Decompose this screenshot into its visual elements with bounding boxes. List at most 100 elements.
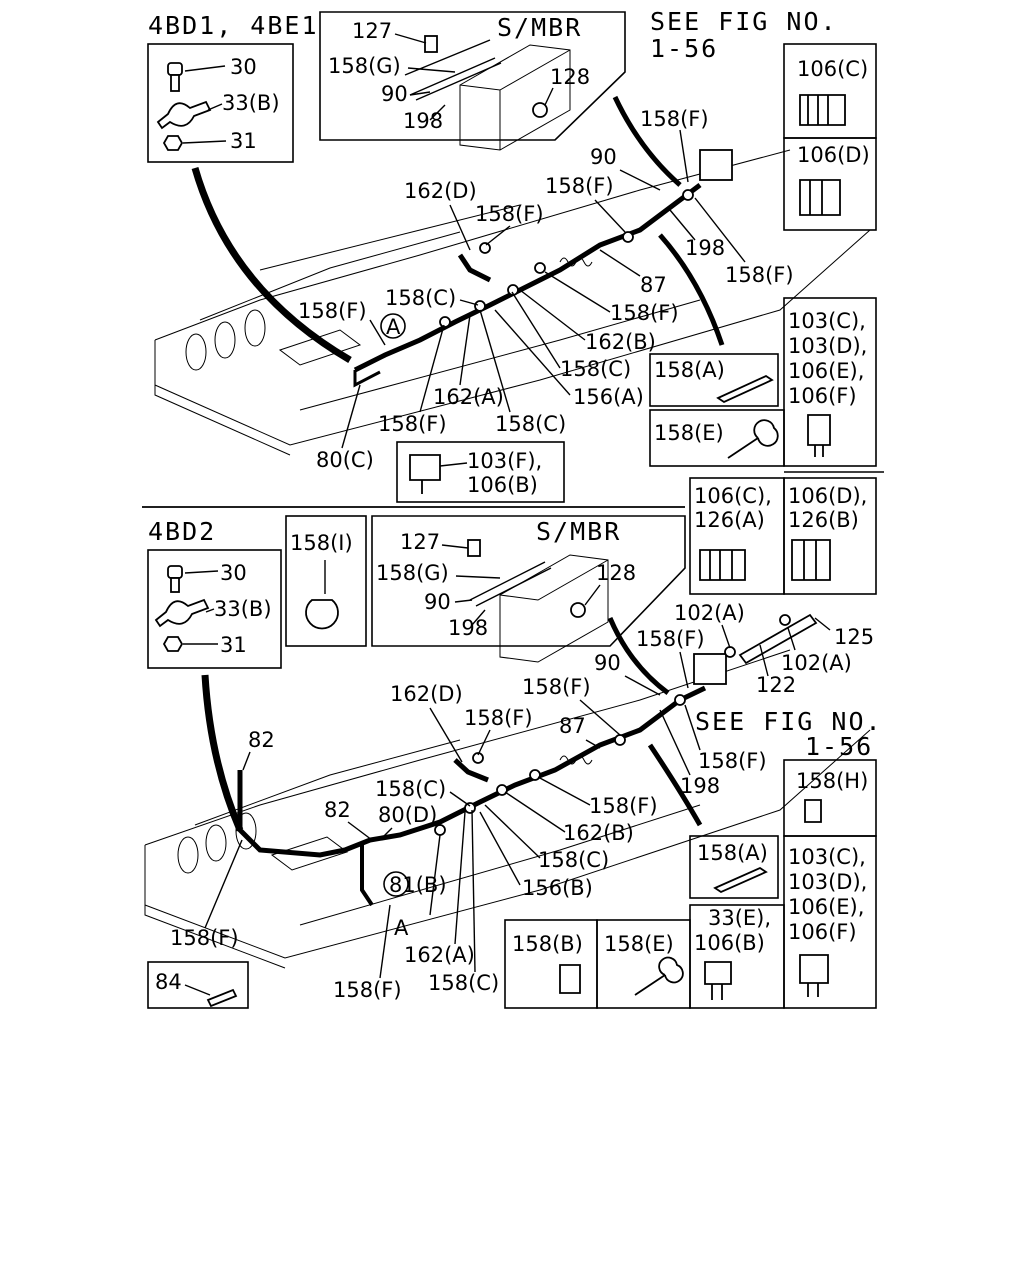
part-label: 30	[230, 55, 257, 79]
section2-chassis	[144, 649, 871, 969]
callout: 158(F)	[333, 978, 402, 1002]
section2-frame-detail-box: S/MBR 127 158(G) 90 198 128	[371, 515, 686, 663]
part-label: 128	[550, 65, 590, 89]
bolt-icon	[167, 565, 183, 593]
section2-see-fig-line1: SEE FIG NO.	[695, 707, 883, 736]
part-label: 30	[220, 561, 247, 585]
part-label: 158(E)	[654, 421, 724, 445]
callout: 122	[756, 673, 796, 697]
callout: 158(C)	[495, 412, 566, 436]
part-label: 158(I)	[290, 531, 353, 555]
callout: 156(B)	[522, 876, 593, 900]
callout: 158(C)	[560, 357, 631, 381]
filter-pipe	[738, 613, 818, 665]
part-label: 158(A)	[697, 841, 768, 865]
part-label: 128	[596, 561, 636, 585]
callout: 162(D)	[390, 682, 463, 706]
callout: 162(B)	[585, 330, 656, 354]
part-label: 127	[352, 19, 392, 43]
part-label: 106(E),	[788, 359, 864, 383]
part-label: 198	[448, 616, 488, 640]
callout: 158(F)	[298, 299, 367, 323]
clamp-icon	[156, 100, 212, 130]
part-label: 106(E),	[788, 895, 864, 919]
part-label: 158(H)	[796, 769, 868, 793]
callout: A	[394, 916, 409, 940]
part-label: 106(C)	[797, 57, 868, 81]
callout: 158(F)	[589, 794, 658, 818]
part-label: 33(B)	[222, 91, 280, 115]
callout: 156(A)	[573, 385, 644, 409]
section2-clip-box-33e: 33(E), 106(B)	[689, 904, 785, 1009]
callout: 158(C)	[428, 971, 499, 995]
callout: 158(F)	[636, 627, 705, 651]
callout: 158(C)	[385, 286, 456, 310]
cable-tie-icon	[713, 866, 768, 894]
clip-marker	[439, 316, 451, 328]
section1-title: 4BD1, 4BE1	[148, 11, 319, 40]
section1-see-fig-line1: SEE FIG NO.	[650, 7, 838, 36]
nut-icon	[532, 102, 548, 118]
part-label: 158(G)	[328, 54, 401, 78]
part-label: 106(B)	[694, 931, 765, 955]
callout: 198	[685, 236, 725, 260]
nut-icon	[162, 135, 184, 151]
part-label: 103(C),	[788, 309, 866, 333]
connector-icon	[693, 653, 727, 685]
section2-clip-box-158h: 158(H)	[783, 759, 877, 837]
frame-label: S/MBR	[497, 13, 582, 42]
section2-fuel-pipe	[237, 613, 818, 907]
callout: 162(B)	[563, 821, 634, 845]
part-label: 106(C),	[694, 484, 772, 508]
clip-icon	[704, 961, 732, 1000]
part-label: 31	[220, 633, 247, 657]
clip-icon	[559, 964, 581, 994]
clip-icon	[634, 956, 684, 996]
clip-icon	[727, 419, 779, 459]
section1-leader-arc-left	[191, 167, 352, 364]
detail-a-label: 81(B)	[389, 873, 447, 897]
cable-tie-icon	[716, 374, 774, 404]
section2-hardware-box: 30 33(B) 31	[147, 549, 282, 669]
pipe-icon	[206, 988, 238, 1008]
clip-icon	[799, 94, 846, 126]
callout: 82	[248, 728, 275, 752]
part-label: 33(B)	[214, 597, 272, 621]
section1-chassis	[154, 149, 871, 456]
callout: 80(D)	[378, 803, 437, 827]
callout: 90	[594, 651, 621, 675]
part-label: 158(B)	[512, 932, 583, 956]
part-label: 90	[381, 82, 408, 106]
bolt-icon	[467, 539, 481, 557]
detail-a-marker	[380, 313, 406, 339]
callout: 158(F)	[170, 926, 239, 950]
clip-icon	[804, 799, 822, 823]
section2-clip-box-158a: 158(A)	[689, 835, 779, 899]
clip-icon	[799, 954, 829, 997]
section2-clip-box-158i: 158(I)	[285, 515, 367, 647]
connector-icon	[699, 149, 733, 181]
section1-callouts: 158(F) 90 162(D) 158(F) 158(F) 198 158(F…	[298, 107, 794, 472]
callout: 158(F)	[698, 749, 767, 773]
section1-clip-box-106c: 106(C)	[783, 43, 877, 139]
section1-clip-box-106d: 106(D)	[783, 137, 877, 231]
part-label: 90	[424, 590, 451, 614]
part-label: 158(A)	[654, 358, 725, 382]
part-label: 158(E)	[604, 932, 674, 956]
clip-icon	[699, 549, 746, 581]
callout: 82	[324, 798, 351, 822]
part-label: 127	[400, 530, 440, 554]
section1-leader-arc-right-top	[612, 95, 682, 187]
nut-icon	[570, 602, 586, 618]
section1-clip-box-103c: 103(C), 103(D), 106(E), 106(F)	[783, 297, 877, 467]
section1-frame-detail-box: S/MBR 127 158(G) 90 198 128	[319, 11, 626, 151]
clip-icon	[799, 179, 841, 216]
callout: 102(A)	[781, 651, 852, 675]
detail-a-label: A	[386, 315, 401, 339]
section2-title: 4BD2	[148, 517, 216, 546]
callout: 158(F)	[545, 174, 614, 198]
callout: 158(C)	[538, 848, 609, 872]
section2-leader-arc-right-top	[607, 617, 670, 696]
section2-leader-arc-right-bottom	[647, 743, 703, 827]
hose-clamp-icon	[305, 599, 339, 630]
